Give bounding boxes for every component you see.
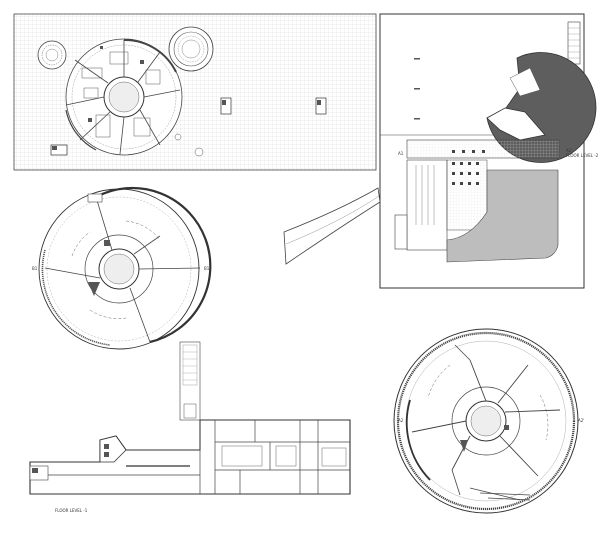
floor-level-minus-2-label: FLOOR LEVEL -2 — [566, 153, 599, 158]
circular-plan-right: A2 A2' — [393, 328, 584, 514]
section-mark-a2-prime: A2' — [578, 418, 584, 423]
kiosk-3 — [50, 144, 68, 156]
circular-plan-left: B1 B1' — [32, 186, 212, 350]
floor-plan-level-minus-2: FLOOR LEVEL -2 A1 A1' — [379, 13, 599, 289]
section-mark-b1-prime: B1' — [204, 266, 210, 271]
section-mark-a2: A2 — [398, 418, 404, 423]
floor-level-minus-1-label: FLOOR LEVEL -1 — [55, 508, 88, 513]
floor-plan-level-minus-1: FLOOR LEVEL -1 — [29, 341, 351, 513]
pit-left — [37, 40, 67, 70]
pit-right — [168, 26, 214, 72]
section-mark-a1-prime: A1' — [566, 148, 572, 153]
section-mark-a1: A1 — [398, 151, 404, 156]
access-ramp — [283, 187, 381, 265]
circular-complex — [65, 38, 183, 156]
kiosk-1 — [220, 97, 232, 115]
kiosk-2 — [315, 97, 327, 115]
section-mark-b1: B1 — [32, 266, 38, 271]
site-plan — [13, 13, 377, 171]
